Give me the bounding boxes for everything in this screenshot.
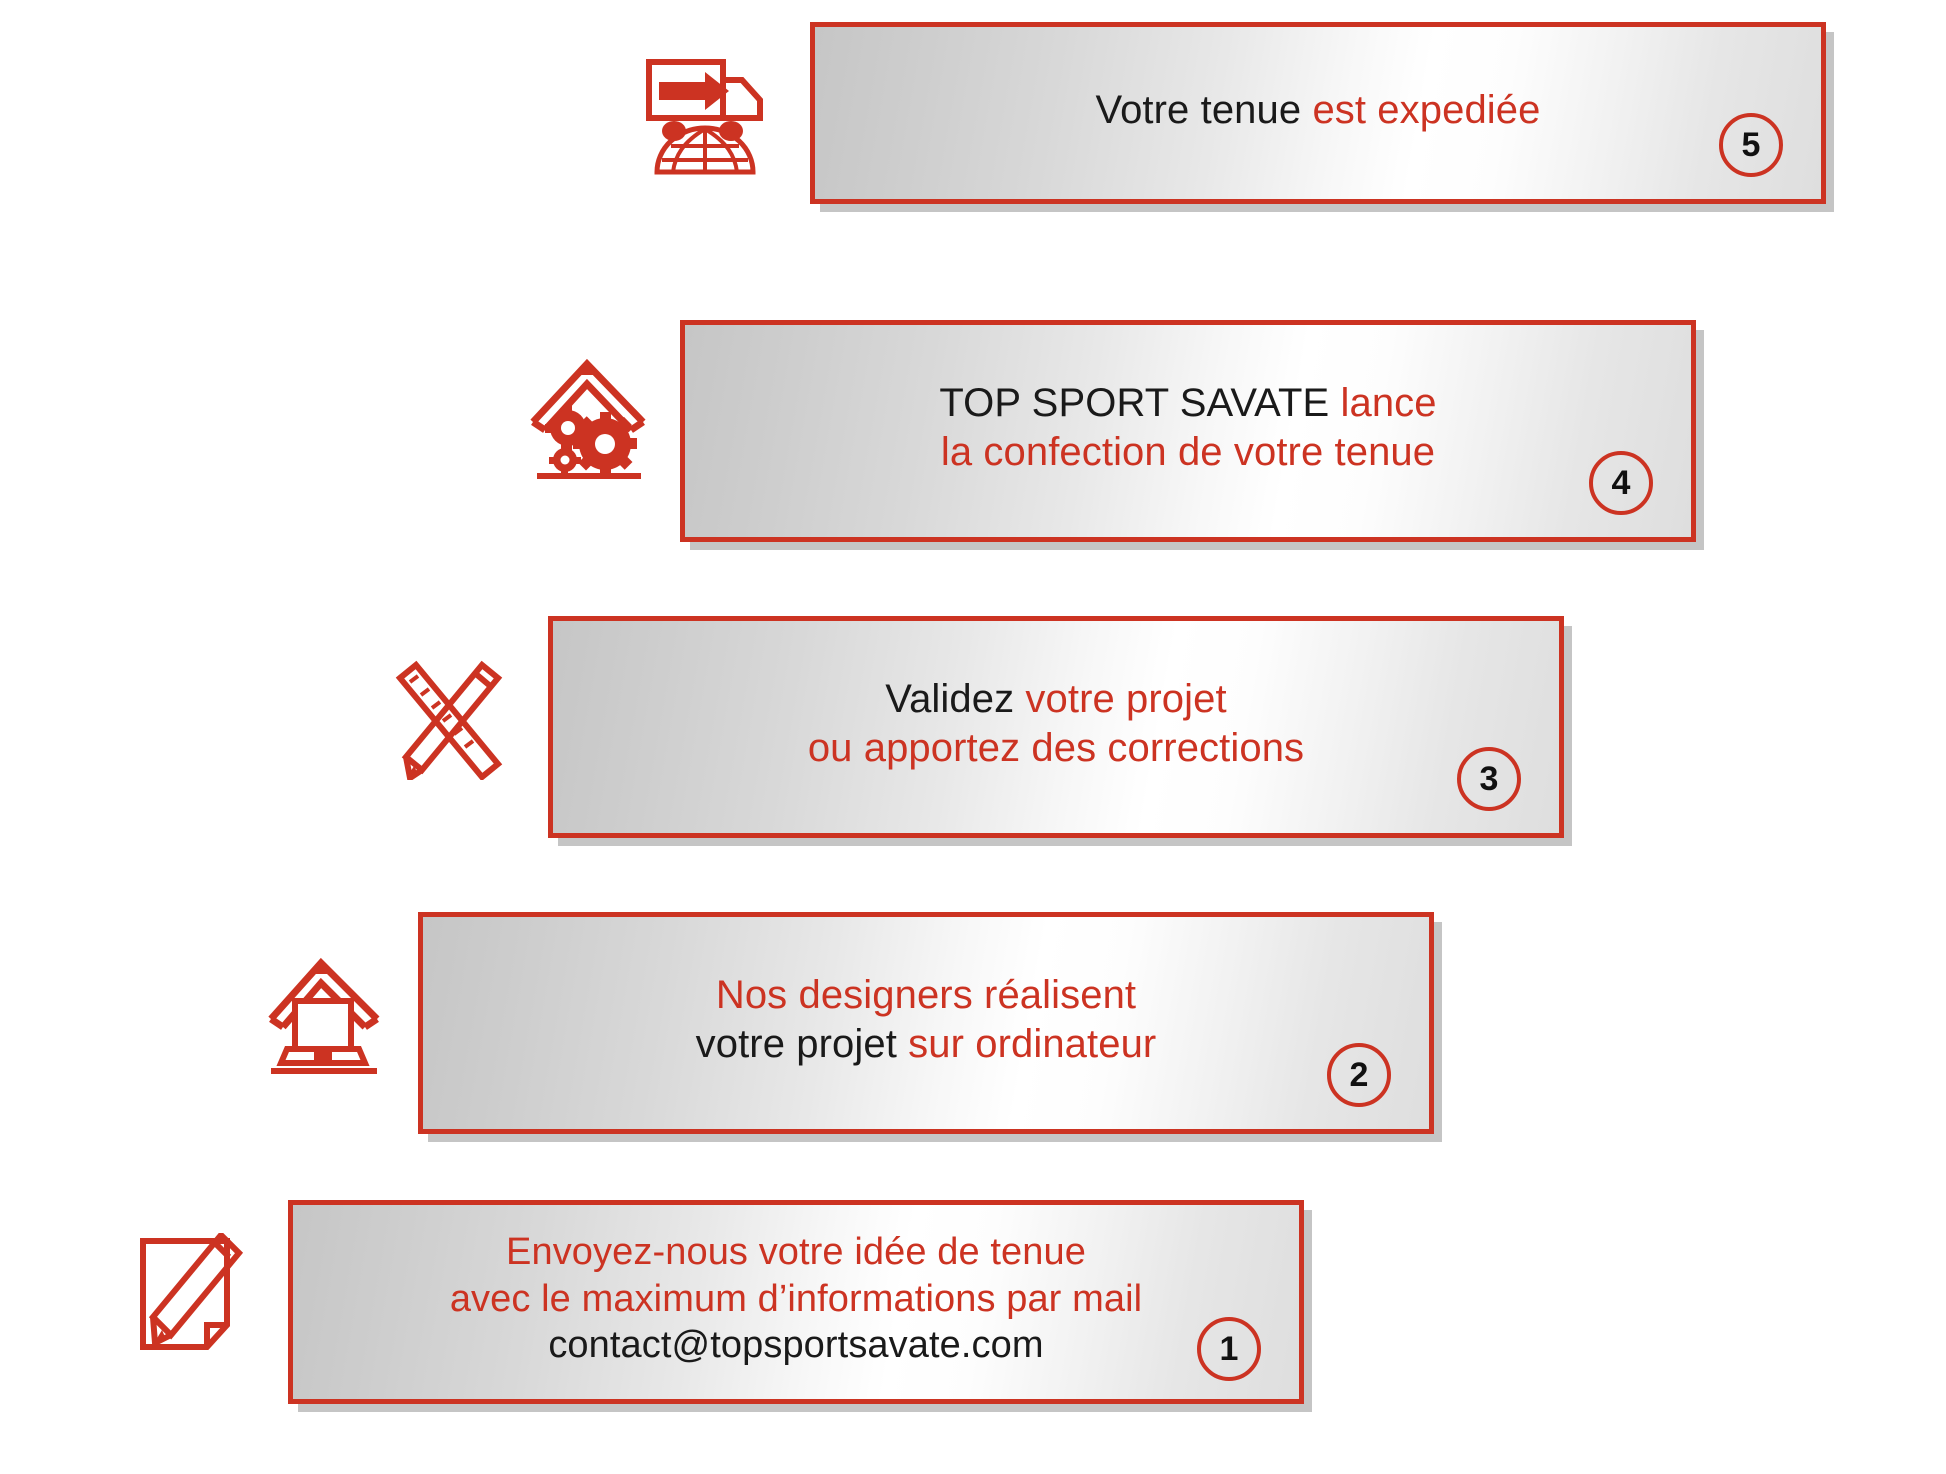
step-number-badge-1: 1 <box>1197 1317 1261 1381</box>
step5-line1-seg2: est expediée <box>1312 87 1541 132</box>
step3-line2-seg1: ou apportez des corrections <box>807 726 1305 770</box>
step-banner-1[interactable]: Envoyez-nous votre idée de tenue avec le… <box>288 1200 1304 1404</box>
step-number-badge-3: 3 <box>1457 747 1521 811</box>
roof-gears-icon <box>525 350 653 480</box>
step2-line2-seg1: votre projet <box>695 1022 909 1066</box>
step-banner-5[interactable]: Votre tenue est expediée 5 <box>810 22 1826 204</box>
step-text-1: Envoyez-nous votre idée de tenue avec le… <box>450 1229 1142 1374</box>
roof-laptop-icon <box>265 955 383 1077</box>
step-number-badge-5: 5 <box>1719 113 1783 177</box>
step4-line1-seg1: TOP SPORT SAVATE <box>939 381 1341 426</box>
step-text-5: Votre tenue est expediée <box>1096 86 1541 141</box>
step5-line1-seg1: Votre tenue <box>1095 87 1313 132</box>
ruler-pencil-icon <box>390 660 508 780</box>
step1-line2-seg1: avec le maximum d’informations par mail <box>449 1277 1143 1320</box>
step2-line2-seg2: sur ordinateur <box>908 1022 1157 1066</box>
step-number-badge-2: 2 <box>1327 1043 1391 1107</box>
step2-line1-seg1: Nos designers réalisent <box>715 973 1137 1018</box>
step-text-4: TOP SPORT SAVATE lance la confection de … <box>939 379 1436 483</box>
delivery-truck-globe-icon <box>643 52 773 177</box>
step-text-3: Validez votre projet ou apportez des cor… <box>808 675 1304 779</box>
step-text-2: Nos designers réalisent votre projet sur… <box>696 971 1157 1075</box>
step4-line2-seg1: la confection de votre tenue <box>940 430 1436 474</box>
document-pencil-icon <box>135 1233 251 1355</box>
step3-line1-seg1: Validez <box>885 677 1026 722</box>
step1-email-text: contact@topsportsavate.com <box>548 1324 1044 1367</box>
step-banner-4[interactable]: TOP SPORT SAVATE lance la confection de … <box>680 320 1696 542</box>
step-banner-2[interactable]: Nos designers réalisent votre projet sur… <box>418 912 1434 1134</box>
step4-line1-seg2: lance <box>1340 381 1437 426</box>
step-banner-3[interactable]: Validez votre projet ou apportez des cor… <box>548 616 1564 838</box>
step3-line1-seg2: votre projet <box>1025 677 1227 722</box>
step-number-badge-4: 4 <box>1589 451 1653 515</box>
step1-line1-seg1: Envoyez-nous votre idée de tenue <box>506 1231 1086 1274</box>
